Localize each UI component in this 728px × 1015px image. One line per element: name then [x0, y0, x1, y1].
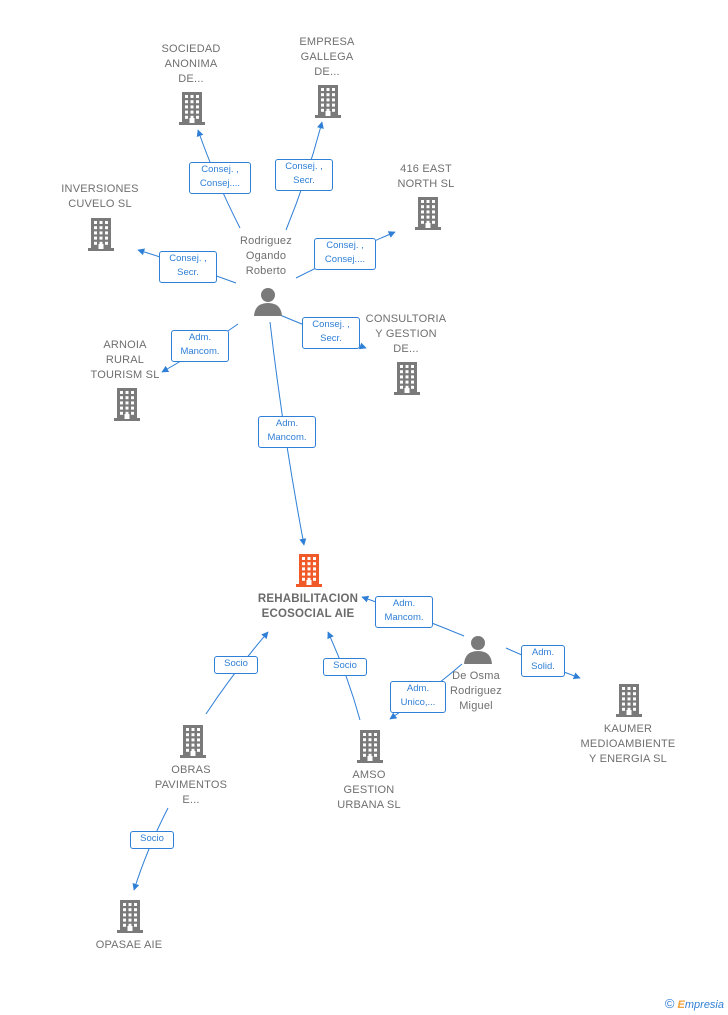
- building-icon[interactable]: [393, 361, 421, 395]
- footer-brand: © Empresia: [665, 996, 724, 1011]
- node-label-deosma[interactable]: De Osma Rodriguez Miguel: [450, 670, 502, 712]
- building-icon[interactable]: [179, 724, 207, 758]
- node-label-sociedad[interactable]: SOCIEDAD ANONIMA DE...: [161, 43, 221, 85]
- edge-label-deosma-amso[interactable]: Adm. Unico,...: [390, 681, 446, 713]
- edge-label-obras-opasae[interactable]: Socio: [130, 831, 174, 849]
- node-label-obras[interactable]: OBRAS PAVIMENTOS E...: [154, 764, 228, 806]
- edge-label-deosma-kaumer[interactable]: Adm. Solid.: [521, 645, 565, 677]
- edge-label-deosma-rehab[interactable]: Adm. Mancom.: [375, 596, 433, 628]
- building-icon[interactable]: [356, 729, 384, 763]
- edge-label-rodriguez-sociedad[interactable]: Consej. , Consej....: [189, 162, 251, 194]
- node-label-east416[interactable]: 416 EAST NORTH SL: [397, 163, 455, 190]
- building-icon[interactable]: [414, 196, 442, 230]
- node-label-opasae[interactable]: OPASAE AIE: [95, 939, 163, 951]
- edge-label-obras-rehab[interactable]: Socio: [214, 656, 258, 674]
- person-icon[interactable]: [463, 635, 493, 665]
- edge-label-rodriguez-arnoia[interactable]: Adm. Mancom.: [171, 330, 229, 362]
- edge-line-amso-rehab: [327, 631, 361, 721]
- node-label-rehab[interactable]: REHABILITACION ECOSOCIAL AIE: [257, 593, 359, 620]
- node-label-arnoia[interactable]: ARNOIA RURAL TOURISM SL: [90, 339, 160, 381]
- node-label-inversiones[interactable]: INVERSIONES CUVELO SL: [61, 183, 139, 210]
- node-label-empresa[interactable]: EMPRESA GALLEGA DE...: [299, 36, 355, 78]
- edge-label-amso-rehab[interactable]: Socio: [323, 658, 367, 676]
- edge-label-rodriguez-east416[interactable]: Consej. , Consej....: [314, 238, 376, 270]
- brand-logo: Empresia: [677, 999, 724, 1011]
- edge-line-obras-opasae: [132, 807, 169, 891]
- edge-label-rodriguez-inversiones[interactable]: Consej. , Secr.: [159, 251, 217, 283]
- edge-label-rodriguez-empresa[interactable]: Consej. , Secr.: [275, 159, 333, 191]
- building-icon[interactable]: [178, 91, 206, 125]
- edge-label-rodriguez-rehab[interactable]: Adm. Mancom.: [258, 416, 316, 448]
- person-icon[interactable]: [253, 287, 283, 317]
- node-label-amso[interactable]: AMSO GESTION URBANA SL: [337, 769, 401, 811]
- node-label-rodriguez[interactable]: Rodriguez Ogando Roberto: [240, 235, 292, 277]
- node-label-consultoria[interactable]: CONSULTORIA Y GESTION DE...: [365, 313, 447, 355]
- edge-label-rodriguez-consultoria[interactable]: Consej. , Secr.: [302, 317, 360, 349]
- copyright-icon: ©: [664, 996, 675, 1011]
- building-icon[interactable]: [87, 217, 115, 251]
- building-icon[interactable]: [615, 683, 643, 717]
- building-icon[interactable]: [113, 387, 141, 421]
- building-icon[interactable]: [295, 553, 323, 587]
- building-icon[interactable]: [116, 899, 144, 933]
- node-label-kaumer[interactable]: KAUMER MEDIOAMBIENTE Y ENERGIA SL: [580, 723, 676, 765]
- building-icon[interactable]: [314, 84, 342, 118]
